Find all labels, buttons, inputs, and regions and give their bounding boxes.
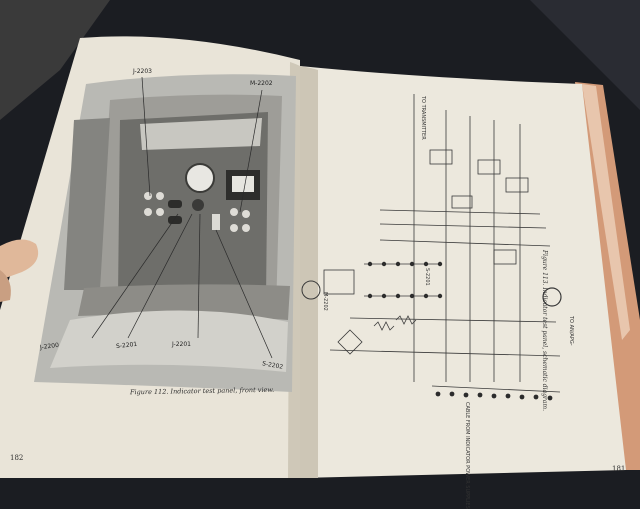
hand-shadow <box>0 270 11 302</box>
thumb <box>0 239 39 280</box>
table-corner <box>0 0 110 120</box>
schematic-meter-right <box>542 287 562 307</box>
right-page <box>300 66 626 478</box>
schematic-terminals <box>367 261 553 401</box>
callout-j2201: J-2201 <box>172 341 191 348</box>
photo-scene <box>0 0 640 480</box>
callout-lines <box>91 76 273 359</box>
schematic-label-meter: M-2202 <box>322 292 328 311</box>
callout-m2202: M-2202 <box>250 80 273 87</box>
schematic-label-right: TO AN/APG- <box>568 316 574 346</box>
schematic-label-switch: S-2201 <box>424 268 430 286</box>
page-stack <box>582 84 630 340</box>
sleeve-shadow <box>530 0 640 110</box>
schematic-diagram <box>323 94 561 393</box>
callout-j2203: J-2203 <box>133 68 152 75</box>
schematic-label-bottom: CABLE FROM INDICATOR POWER SUPPLIES <box>464 402 470 509</box>
gutter-shadow-right <box>300 66 318 478</box>
schematic-label-top: TO TRANSMITTER <box>420 96 426 140</box>
schematic-meter-left <box>301 280 321 300</box>
